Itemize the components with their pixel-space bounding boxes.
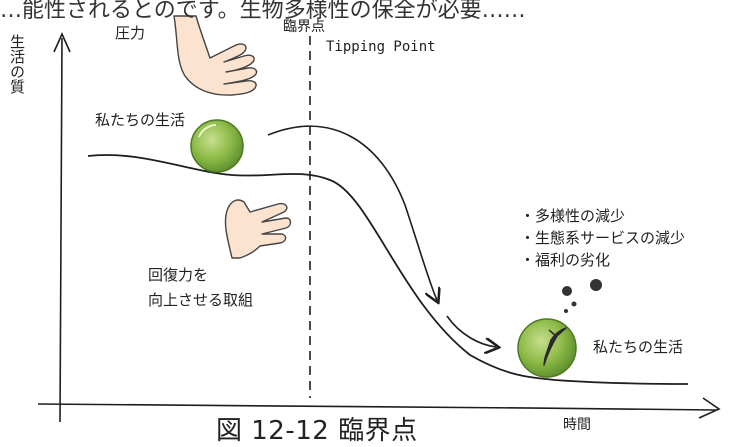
supporting-hand-icon xyxy=(224,199,292,259)
y-axis-arrowhead xyxy=(53,32,71,53)
consequences-list: ・多様性の減少 ・生態系サービスの減少 ・福利の劣化 xyxy=(520,205,685,271)
trajectory-arrow xyxy=(267,125,437,300)
consequence-item: ・多様性の減少 xyxy=(520,207,626,225)
our-life-label-top: 私たちの生活 xyxy=(95,111,186,129)
degradation-dot xyxy=(564,309,568,313)
y-axis-label: 生活の質 xyxy=(8,34,26,94)
tipping-point-label-en: Tipping Point xyxy=(326,39,436,55)
hand-pressing-down-icon xyxy=(173,15,258,96)
pressure-label: 圧力 xyxy=(115,24,146,42)
degradation-dot xyxy=(590,279,602,291)
degradation-dot xyxy=(571,301,577,307)
x-axis-arrowhead xyxy=(698,397,721,419)
resilience-label: 回復力を 向上させる取組 xyxy=(148,263,253,313)
our-life-label-bottom: 私たちの生活 xyxy=(593,338,684,356)
tipping-point-label-ja: 臨界点 xyxy=(283,19,325,35)
trajectory-arrow-lower xyxy=(446,315,496,347)
header-text-fragment: …能性されるとのです。生物多様性の保全が必要…… xyxy=(0,0,526,23)
x-axis xyxy=(37,403,717,411)
resilience-label-line1: 回復力を xyxy=(148,266,209,284)
x-axis-label: 時間 xyxy=(563,417,591,433)
degradation-dot xyxy=(562,286,572,296)
figure-caption: 図 12-12 臨界点 xyxy=(216,416,418,446)
y-axis xyxy=(59,37,63,423)
consequence-item: ・生態系サービスの減少 xyxy=(520,229,686,247)
ball-highlight xyxy=(198,124,217,138)
bird-icon xyxy=(543,327,567,366)
our-life-ball-bottom xyxy=(517,318,577,378)
our-life-ball-top xyxy=(190,119,244,173)
quality-of-life-curve xyxy=(87,154,689,385)
consequence-item: ・福利の劣化 xyxy=(520,251,611,269)
resilience-label-line2: 向上させる取組 xyxy=(148,291,254,309)
